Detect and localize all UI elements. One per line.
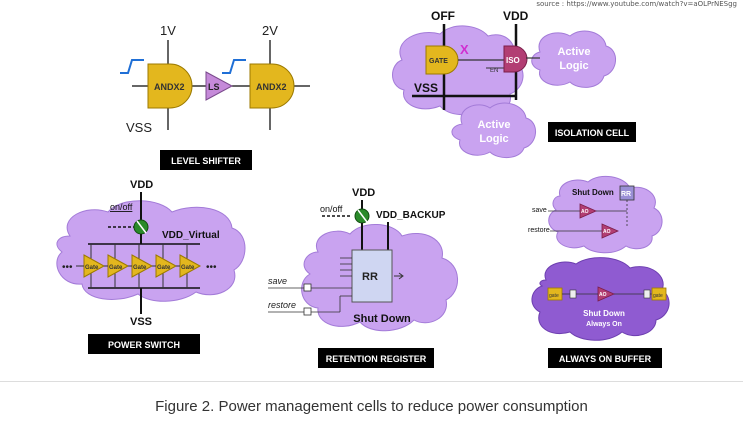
iso-active-bottom-2: Logic <box>479 133 508 145</box>
iso-title-badge <box>548 122 636 142</box>
and-gate-icon <box>249 63 295 109</box>
iso-en-label: EN <box>490 68 498 74</box>
iso-active-bottom-1: Active <box>477 119 510 131</box>
ao-gate-left-label: gate <box>549 293 559 299</box>
retention-panel: VDD on/off VDD_BACKUP RR save restore Sh… <box>268 187 458 368</box>
pulse-icon <box>120 59 144 74</box>
iso-vdd-label: VDD <box>503 9 529 23</box>
rr-onoff-label: on/off <box>320 204 343 214</box>
always-on-panel: Shut Down RR save AO restore AO gate AO … <box>528 175 670 368</box>
ao-buffer-icon <box>579 203 597 219</box>
rr-save-label: save <box>268 276 287 286</box>
ao-buffer-icon <box>601 223 619 239</box>
ls-label: LS <box>208 82 220 92</box>
iso-gate-label: GATE <box>429 58 448 65</box>
ao-buffer-label: AO <box>581 209 589 215</box>
rr-vdd-label: VDD <box>352 187 375 199</box>
caption-divider <box>0 381 743 382</box>
ps-onoff-label: on/off <box>110 202 133 212</box>
arrow-icon <box>394 272 404 280</box>
ls-gate1-label: ANDX2 <box>154 82 185 92</box>
iso-active-top-2: Logic <box>559 60 588 72</box>
ao-restore-label: restore <box>528 227 550 234</box>
ao-gate-right-label: gate <box>653 293 663 299</box>
ps-vss-label: VSS <box>130 316 152 328</box>
retention-register-box <box>351 249 393 303</box>
power-switch-panel: VDD on/off VDD_Virtual VSS Gate Gate Gat… <box>56 179 246 354</box>
isolation-panel: Active Logic Active Logic OFF VDD VSS GA… <box>392 9 636 158</box>
power-domain-cloud <box>392 25 524 115</box>
ao-title-badge <box>548 348 662 368</box>
level-shifter-icon <box>205 71 234 101</box>
ps-dots-left: ••• <box>62 262 73 273</box>
ps-gate-label: Gate <box>85 265 99 271</box>
rr-title-badge <box>318 348 434 368</box>
iso-off-label: OFF <box>431 9 455 23</box>
ao-shutdown-bottom: Shut Down <box>583 309 625 318</box>
rr-shutdown-label: Shut Down <box>353 313 411 325</box>
ao-buffer-label: AO <box>599 292 607 298</box>
iso-title: ISOLATION CELL <box>555 128 630 138</box>
ls-v1-label: 1V <box>160 23 176 38</box>
ao-gate-right <box>651 287 667 301</box>
source-credit: source : https://www.youtube.com/watch?v… <box>536 0 737 8</box>
iso-active-top-1: Active <box>557 46 590 58</box>
and-gate-icon <box>147 63 193 109</box>
figure-caption: Figure 2. Power management cells to redu… <box>155 398 588 415</box>
active-logic-cloud <box>451 102 536 158</box>
ao-save-label: save <box>532 207 547 214</box>
ao-always-on-label: Always On <box>586 321 622 328</box>
rr-vdd-backup-label: VDD_BACKUP <box>376 210 446 221</box>
rr-box-label: RR <box>362 271 378 283</box>
ps-vdd-virtual-label: VDD_Virtual <box>162 230 220 241</box>
level-shifter-panel: 1V 2V ANDX2 LS ANDX2 VSS LEVEL SHIFTER <box>120 23 310 170</box>
ao-title: ALWAYS ON BUFFER <box>559 354 652 364</box>
isolation-cell-icon <box>503 45 528 73</box>
pulse-icon <box>222 59 246 74</box>
ao-rr-label: RR <box>621 191 631 198</box>
ao-buffer-label: AO <box>603 229 611 235</box>
ao-shutdown-top: Shut Down <box>572 188 614 197</box>
iso-x-mark: X <box>460 42 469 57</box>
iso-vss-label: VSS <box>414 81 438 95</box>
ps-title-badge <box>88 334 200 354</box>
ls-title: LEVEL SHIFTER <box>171 156 241 166</box>
ls-v2-label: 2V <box>262 23 278 38</box>
power-domain-cloud <box>56 200 246 302</box>
and-gate-icon <box>425 45 459 75</box>
active-logic-cloud <box>531 30 616 88</box>
ls-gate2-label: ANDX2 <box>256 82 287 92</box>
ps-vdd-label: VDD <box>130 179 153 191</box>
rr-restore-label: restore <box>268 300 296 310</box>
ls-title-badge <box>160 150 252 170</box>
ps-title: POWER SWITCH <box>108 340 180 350</box>
ps-gate-label: Gate <box>133 265 147 271</box>
ps-gate-label: Gate <box>109 265 123 271</box>
iso-cell-label: ISO <box>506 56 520 65</box>
ps-gate-label: Gate <box>181 265 195 271</box>
ps-dots-right: ••• <box>206 262 217 273</box>
ps-gate-label: Gate <box>157 265 171 271</box>
rr-title: RETENTION REGISTER <box>326 354 427 364</box>
ls-vss-label: VSS <box>126 120 152 135</box>
